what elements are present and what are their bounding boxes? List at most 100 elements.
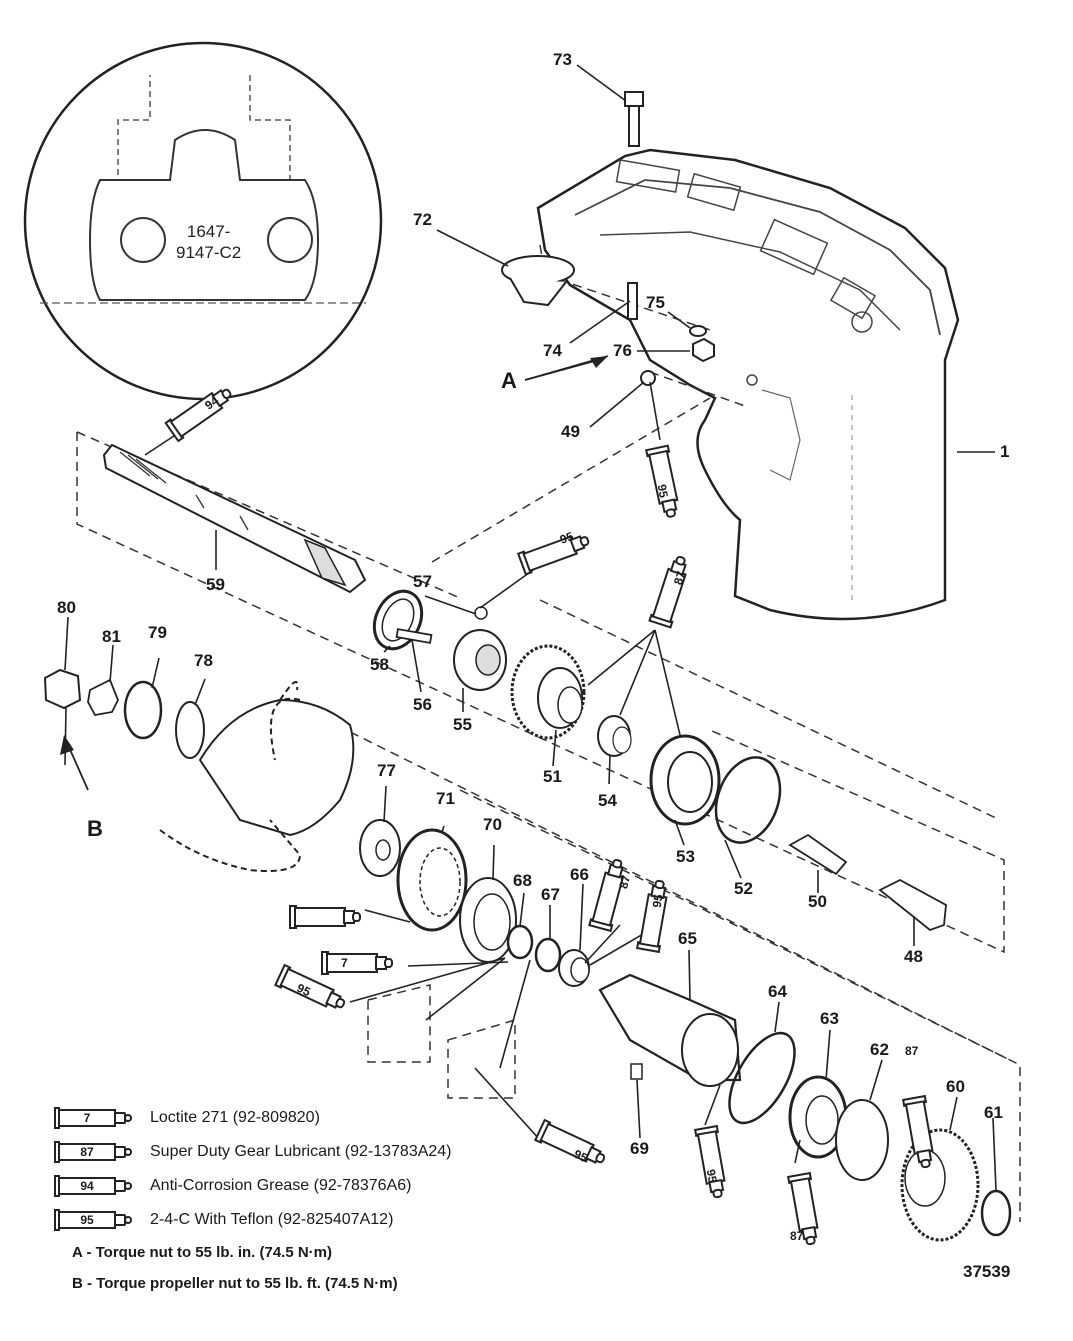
legend-row-94: 94 Anti-Corrosion Grease (92-78376A6): [54, 1169, 452, 1203]
legend-text-87: Super Duty Gear Lubricant (92-13783A24): [150, 1143, 452, 1160]
callout-51: 51: [543, 767, 562, 786]
callout-1: 1: [1000, 442, 1010, 461]
legend-row-95: 95 2-4-C With Teflon (92-825407A12): [54, 1203, 452, 1237]
tube-label-95-carrier: 95: [649, 893, 666, 909]
tube-icon-87: 87: [54, 1141, 136, 1163]
screw-74: [627, 282, 638, 320]
callout-65: 65: [678, 929, 697, 948]
arrow-a: [524, 356, 608, 381]
callout-58: 58: [370, 655, 389, 674]
bearing-race-58: [372, 589, 424, 651]
inset-code-line-1: 1647-: [186, 222, 231, 241]
tube-95-housing: [645, 444, 684, 520]
inset-code-line-2: 9147-C2: [176, 243, 242, 263]
callout-63: 63: [820, 1009, 839, 1028]
bearing-53: [649, 734, 721, 826]
callout-48: 48: [904, 947, 923, 966]
callout-53: 53: [676, 847, 695, 866]
inset-part-code: 1647- 9147-C2: [176, 221, 241, 264]
callout-74: 74: [543, 341, 562, 360]
letter-b: B: [87, 816, 103, 841]
key-69: [630, 1063, 643, 1080]
spacer-78: [175, 701, 205, 759]
tube-87-gear: [648, 553, 694, 629]
bushing-54: [597, 715, 632, 757]
callout-76: 76: [613, 341, 632, 360]
bearing-carrier-65: [598, 973, 742, 1087]
tube-icon-95: 95: [54, 1209, 136, 1231]
lubricant-legend: 7 Loctite 271 (92-809820) 87 Super Duty …: [54, 1101, 452, 1237]
shim-62: [835, 1099, 889, 1181]
tube-label-87-low: 87: [790, 1229, 804, 1243]
callout-68: 68: [513, 871, 532, 890]
washer-70: [459, 877, 517, 963]
arrow-b: [60, 735, 89, 791]
callout-56: 56: [413, 695, 432, 714]
leader-lines: [64, 64, 997, 1191]
gear-housing: [536, 148, 960, 621]
legend-text-95: 2-4-C With Teflon (92-825407A12): [150, 1211, 394, 1228]
callout-64: 64: [768, 982, 787, 1001]
tab-washer-81: [87, 678, 119, 716]
callout-62: 62: [870, 1040, 889, 1059]
legend-row-87: 87 Super Duty Gear Lubricant (92-13783A2…: [54, 1135, 452, 1169]
cam-follower-50: [788, 833, 848, 876]
clutch-55: [453, 629, 507, 691]
callout-57: 57: [413, 572, 432, 591]
tube-icon-94: 94: [54, 1175, 136, 1197]
seal-67: [534, 937, 562, 973]
callout-61: 61: [984, 1103, 1003, 1122]
tube-icon-7: 7: [54, 1107, 136, 1129]
callout-75: 75: [646, 293, 665, 312]
callout-81: 81: [102, 627, 121, 646]
stud-49: [640, 370, 656, 386]
screw-73: [624, 91, 644, 147]
cam-48: [878, 878, 947, 932]
propeller-shaft: [102, 443, 367, 594]
callout-60: 60: [946, 1077, 965, 1096]
callout-78: 78: [194, 651, 213, 670]
tube-7-seal: [321, 951, 393, 975]
propeller: [159, 681, 355, 872]
o-ring-64: [728, 1031, 796, 1125]
thrust-hub-77: [359, 819, 401, 877]
callout-73: 73: [553, 50, 572, 69]
torque-note-a: A - Torque nut to 55 lb. in. (74.5 N·m): [72, 1244, 333, 1261]
callout-72: 72: [413, 210, 432, 229]
callout-80: 80: [57, 598, 76, 617]
callout-54: 54: [598, 791, 617, 810]
washer-75: [689, 325, 707, 337]
letter-a: A: [501, 368, 517, 393]
bearing-71: [396, 828, 468, 932]
figure-number: 37539: [963, 1262, 1011, 1281]
bearing-66: [558, 949, 590, 987]
tube-95-ball: [517, 528, 593, 576]
callout-79: 79: [148, 623, 167, 642]
seal-68: [506, 924, 534, 960]
o-ring-52: [714, 756, 782, 844]
callout-71: 71: [436, 789, 455, 808]
legend-text-7: Loctite 271 (92-809820): [150, 1109, 320, 1126]
tube-95-o-ring: [534, 1119, 610, 1171]
callout-70: 70: [483, 815, 502, 834]
prop-nut-80: [43, 668, 82, 710]
bearing-cone-61: [980, 1189, 1012, 1237]
legend-row-7: 7 Loctite 271 (92-809820): [54, 1101, 452, 1135]
tube-label-87-gear-low: 87: [905, 1044, 919, 1058]
washer-79: [123, 680, 163, 740]
torque-note-b: B - Torque propeller nut to 55 lb. ft. (…: [72, 1275, 398, 1292]
callout-52: 52: [734, 879, 753, 898]
anode-72: [501, 255, 575, 307]
reverse-gear-51: [510, 644, 586, 740]
tube-label-7-seal: 7: [341, 956, 348, 970]
tube-label-87-bearing: 87: [616, 873, 634, 891]
tube-label-95-carrier-low: 95: [703, 1168, 720, 1184]
tube-95-carrier-low: [694, 1125, 730, 1200]
callout-66: 66: [570, 865, 589, 884]
callout-50: 50: [808, 892, 827, 911]
callout-59: 59: [206, 575, 225, 594]
legend-text-94: Anti-Corrosion Grease (92-78376A6): [150, 1177, 412, 1194]
anode-detail-inset: [23, 41, 383, 401]
nut-76: [692, 337, 715, 363]
